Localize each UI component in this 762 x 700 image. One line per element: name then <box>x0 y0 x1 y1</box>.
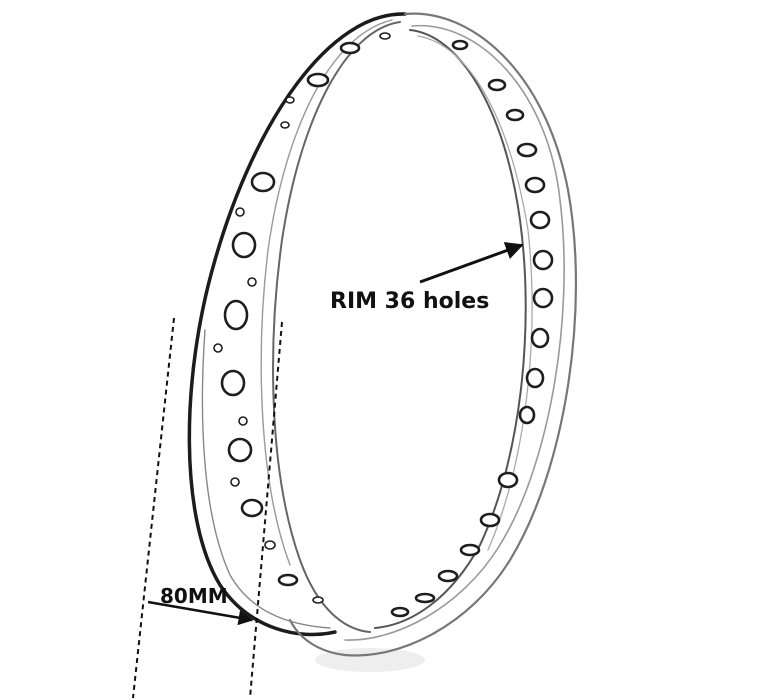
spoke-hole <box>479 512 501 528</box>
rim-inner-opening-right <box>374 29 527 629</box>
spoke-hole <box>390 606 410 618</box>
dimension-line-left <box>132 317 175 699</box>
spoke-hole <box>264 540 276 550</box>
rim-inner-lip-left <box>272 21 401 633</box>
spoke-hole <box>285 96 295 104</box>
spoke-hole <box>238 416 248 426</box>
spoke-hole <box>518 405 536 425</box>
spoke-hole <box>247 277 257 287</box>
width-dimension <box>132 317 283 699</box>
spoke-hole <box>339 41 361 55</box>
spoke-hole <box>529 210 551 230</box>
spoke-hole <box>250 171 276 193</box>
spoke-hole <box>437 569 459 583</box>
rim-inner-lip-left-2 <box>260 19 393 566</box>
rim-left-bottom-sweep <box>201 329 331 629</box>
spoke-hole <box>227 437 253 463</box>
rim-inner-opening-right-2 <box>417 35 533 551</box>
spoke-hole <box>505 108 525 122</box>
spoke-hole <box>230 477 240 487</box>
spoke-hole <box>524 176 546 194</box>
width-arrow <box>147 600 254 626</box>
spoke-hole <box>213 343 223 353</box>
rim-outer-back-edge <box>187 12 407 637</box>
spoke-hole <box>240 498 264 518</box>
spoke-hole <box>525 367 545 389</box>
spoke-hole <box>223 299 249 331</box>
spoke-hole <box>451 39 469 51</box>
spoke-hole <box>516 142 538 158</box>
spoke-hole <box>235 207 245 217</box>
rim-outer-line-2 <box>344 24 565 641</box>
spoke-hole <box>487 78 507 92</box>
rim-label: RIM 36 holes <box>330 289 489 314</box>
spoke-holes <box>213 32 554 618</box>
spoke-hole <box>312 596 324 604</box>
rim-label-arrow <box>419 242 524 284</box>
spoke-hole <box>220 369 246 397</box>
spoke-hole <box>414 592 436 604</box>
spoke-hole <box>530 327 550 349</box>
spoke-hole <box>231 231 257 259</box>
spoke-hole <box>277 573 299 587</box>
spoke-hole <box>379 32 391 40</box>
spoke-hole <box>306 72 330 88</box>
spoke-hole <box>497 471 519 489</box>
width-label: 80MM <box>160 584 228 608</box>
spoke-hole <box>280 121 290 129</box>
rim-outer-front-edge <box>288 12 578 657</box>
spoke-hole <box>532 249 554 271</box>
spoke-hole <box>459 543 481 557</box>
spoke-hole <box>532 287 554 309</box>
